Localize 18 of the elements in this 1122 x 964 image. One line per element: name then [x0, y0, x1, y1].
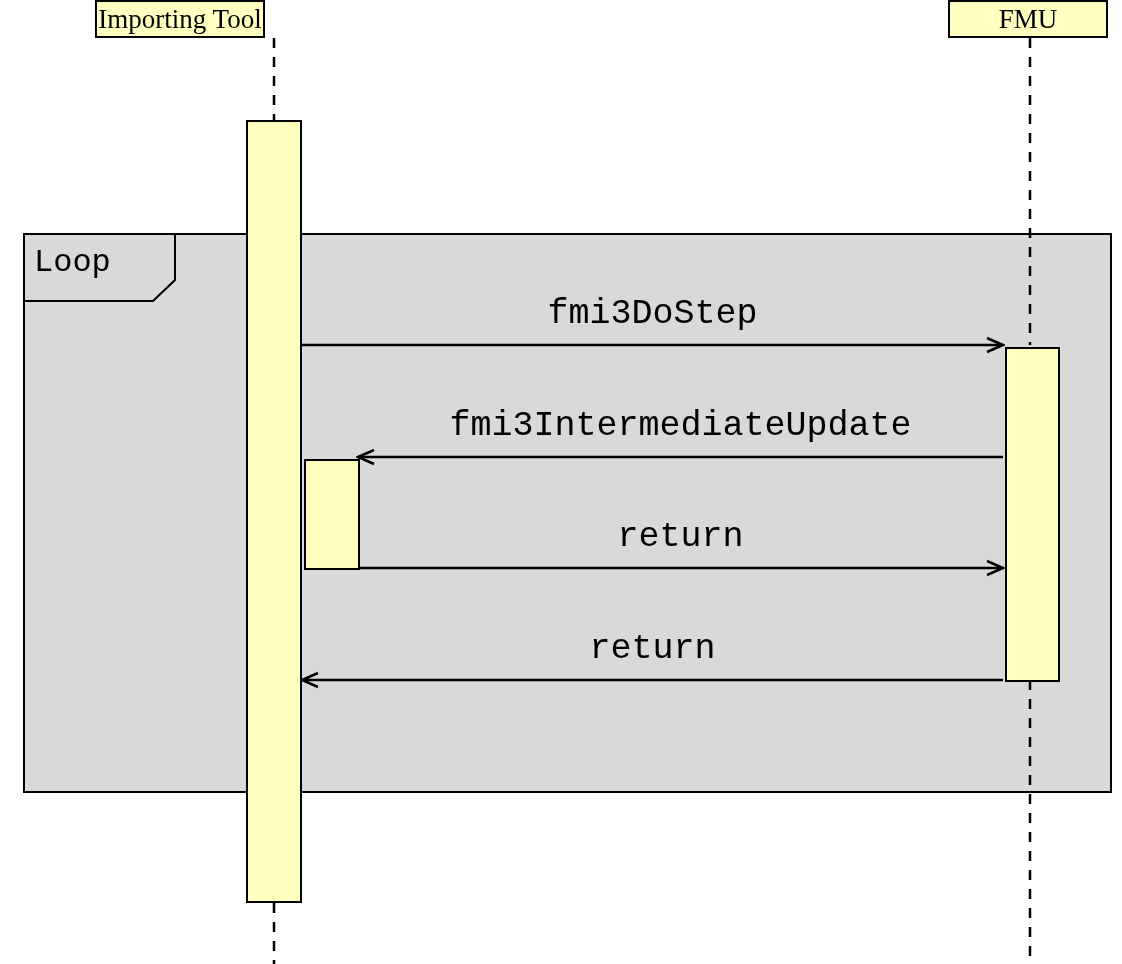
lifeline: [272, 38, 276, 120]
message-arrow: [302, 336, 1005, 354]
loop-frame: [23, 233, 1112, 793]
message-arrow: [356, 448, 1003, 466]
edge-label: fmi3IntermediateUpdate: [449, 405, 912, 447]
lifeline: [272, 903, 276, 964]
participant-box: FMU: [948, 0, 1108, 38]
message-arrow: [358, 559, 1005, 577]
participant-box: Importing Tool: [95, 0, 265, 38]
activation-bar: [246, 120, 302, 903]
message-arrow: [300, 671, 1003, 689]
edge-label: return: [589, 628, 716, 670]
edge-label: return: [617, 516, 744, 558]
lifeline: [1028, 38, 1032, 345]
activation-bar: [1005, 347, 1060, 682]
frame-label: Loop: [34, 243, 111, 283]
activation-bar: [304, 459, 360, 570]
edge-label: fmi3DoStep: [547, 293, 758, 335]
